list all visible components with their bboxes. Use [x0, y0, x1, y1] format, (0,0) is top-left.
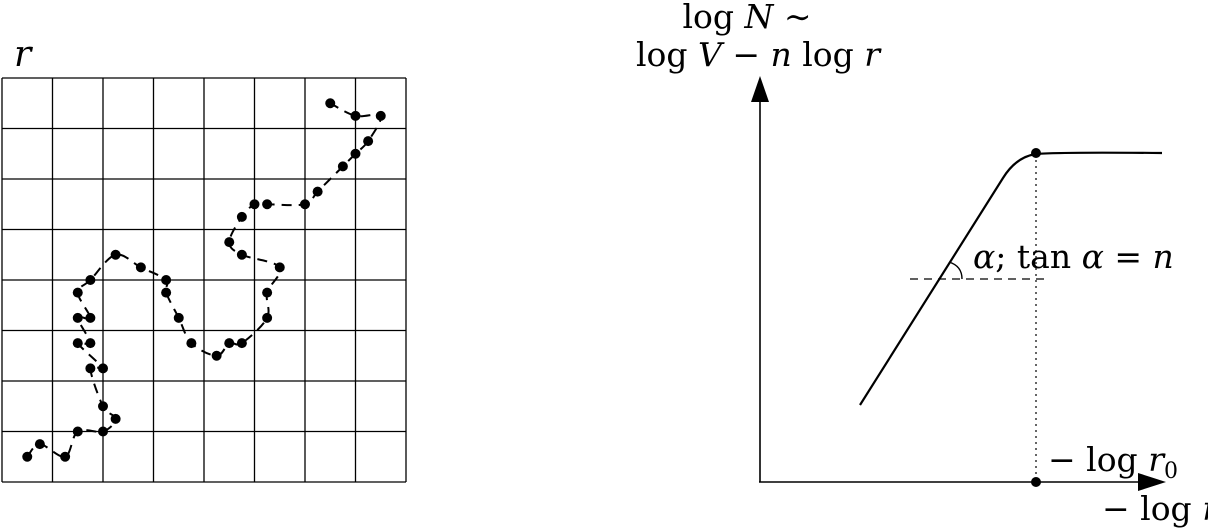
- data-point: [72, 338, 83, 349]
- counting-grid: [1, 77, 407, 483]
- data-point: [236, 249, 247, 260]
- data-point: [72, 426, 83, 437]
- data-point: [262, 199, 273, 210]
- breakpoint-axis-dot: [1031, 477, 1041, 487]
- data-point: [186, 338, 197, 349]
- data-point: [262, 312, 273, 323]
- y-axis-label-line1: log N ∼: [682, 0, 811, 36]
- data-point: [350, 110, 361, 121]
- data-point: [337, 161, 348, 172]
- data-point: [72, 287, 83, 298]
- data-point: [60, 451, 71, 462]
- y-axis-label-line2: log V − n log r: [636, 35, 882, 74]
- data-point: [85, 338, 96, 349]
- data-point: [98, 426, 108, 437]
- x-axis-label: − log r: [1102, 489, 1208, 528]
- log-log-plot: log N ∼ log V − n log r α; tan α = n − l…: [636, 0, 1208, 528]
- data-point: [375, 110, 386, 121]
- data-point: [363, 136, 374, 147]
- data-point: [312, 186, 323, 197]
- data-point: [236, 338, 247, 349]
- data-points: [22, 98, 386, 462]
- data-point: [224, 237, 235, 248]
- data-point: [22, 451, 33, 462]
- data-point: [161, 287, 172, 298]
- dashed-curve: [26, 102, 382, 458]
- data-point: [98, 363, 108, 374]
- data-point: [224, 338, 235, 349]
- data-point: [85, 312, 96, 323]
- data-point: [300, 199, 310, 210]
- box-counting-panel: r: [1, 34, 407, 483]
- data-point: [173, 312, 184, 323]
- data-point: [211, 350, 222, 361]
- data-point: [34, 439, 45, 450]
- x-axis-arrow-icon: [1138, 473, 1166, 491]
- data-point: [98, 401, 108, 412]
- data-point: [110, 413, 121, 424]
- angle-arc: [948, 261, 963, 280]
- slope-annotation: α; tan α = n: [973, 237, 1174, 276]
- data-point: [85, 363, 96, 374]
- data-point: [262, 287, 273, 298]
- cell-size-label: r: [14, 34, 33, 75]
- data-point: [85, 275, 96, 285]
- data-point: [325, 98, 336, 109]
- data-point: [72, 312, 83, 323]
- breakpoint-dot: [1031, 148, 1041, 158]
- data-point: [274, 262, 285, 273]
- data-point: [161, 275, 172, 285]
- data-point: [135, 262, 146, 273]
- data-point: [236, 211, 247, 222]
- data-point: [110, 249, 121, 260]
- data-point: [350, 148, 361, 159]
- data-point: [249, 199, 260, 210]
- y-axis-arrow-icon: [751, 76, 769, 102]
- breakpoint-label: − log r0: [1048, 440, 1178, 484]
